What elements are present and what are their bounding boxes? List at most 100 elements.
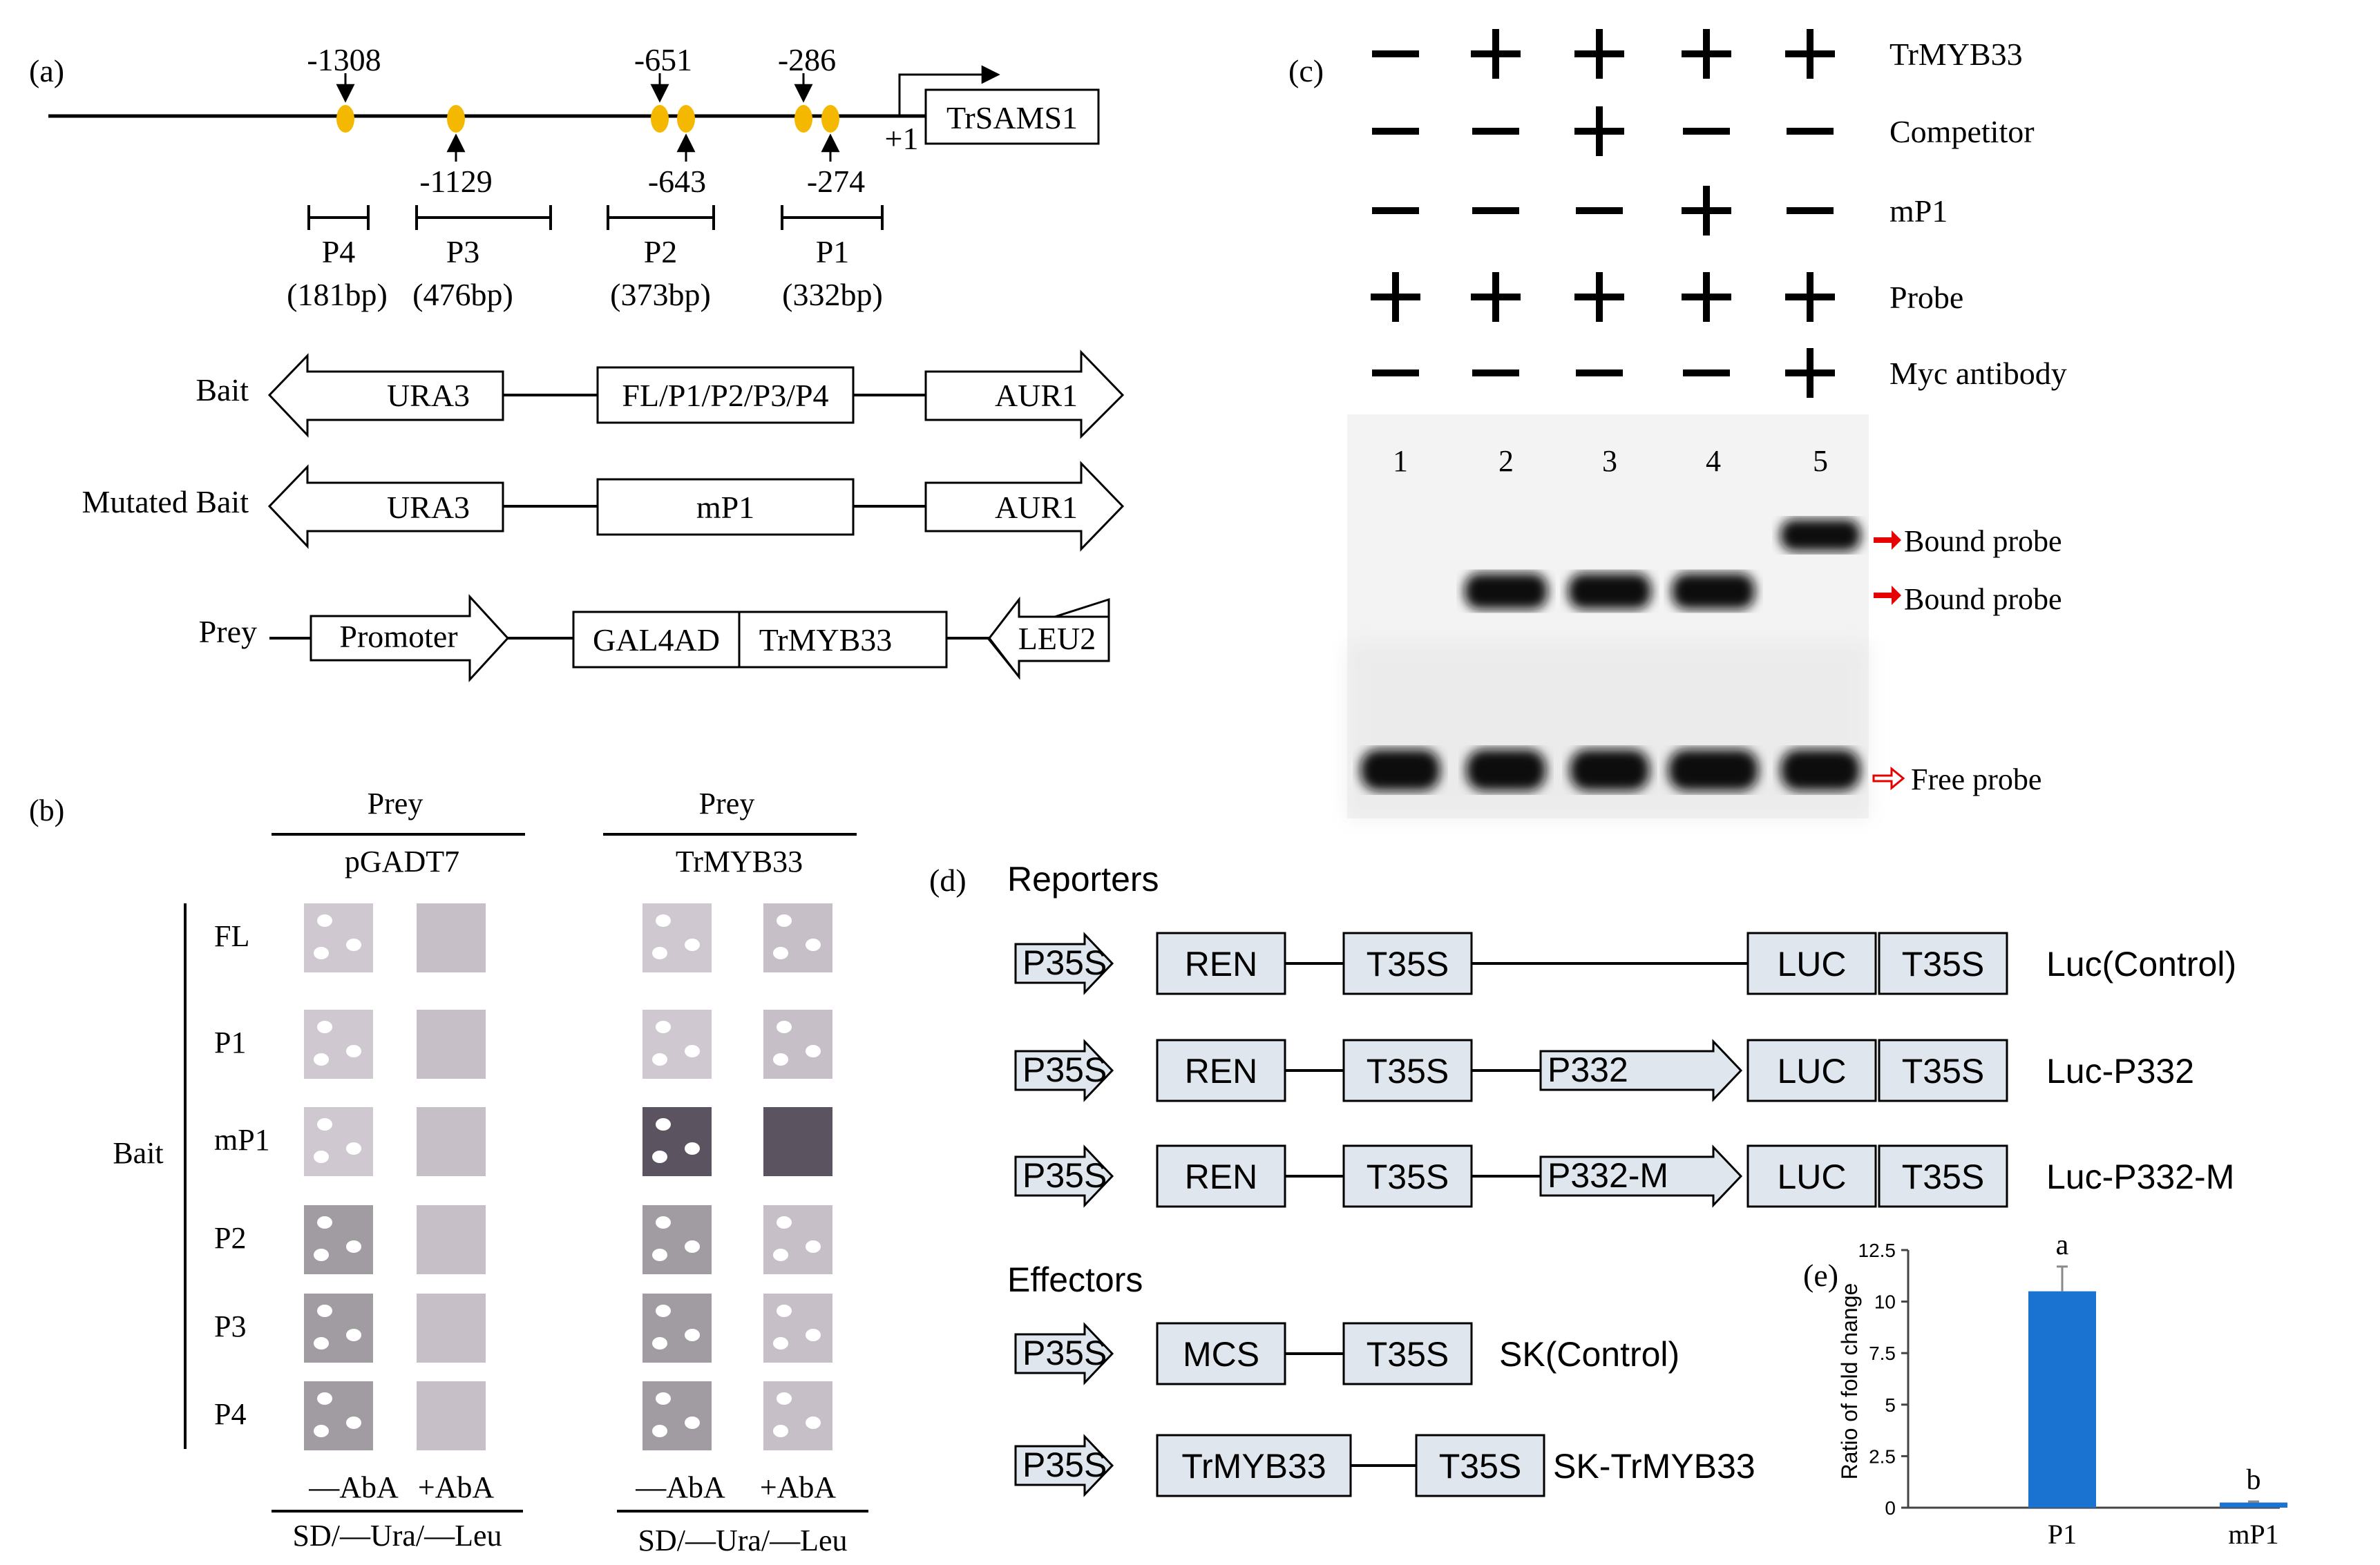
supershift-band — [1780, 519, 1860, 551]
tss-label: +1 — [885, 121, 919, 156]
cis-element — [336, 105, 354, 133]
yeast-colony — [314, 1249, 329, 1261]
lane-number: 1 — [1393, 444, 1408, 478]
fragment-size: (476bp) — [412, 277, 513, 312]
panel-e-label: (e) — [1803, 1258, 1838, 1293]
significance-letter: b — [2247, 1464, 2261, 1496]
position-label: -274 — [807, 164, 865, 199]
aur1-arrow — [924, 349, 1125, 439]
yeast-colony — [777, 1305, 792, 1317]
t35s-box-label: T35S — [1902, 1158, 1985, 1196]
fragment-name: P4 — [322, 234, 356, 269]
trmyb33-box — [1156, 1434, 1352, 1497]
bar — [2220, 1502, 2287, 1508]
free-probe-band — [1570, 749, 1650, 791]
fragment-size: (373bp) — [610, 277, 711, 312]
yeast-colony — [314, 947, 329, 959]
yeast-spot-plate — [417, 903, 486, 972]
p35s-promoter-arrow — [1014, 932, 1114, 995]
bound-arrow-2 — [1874, 586, 1901, 605]
prey-header-2: Prey — [699, 787, 755, 820]
luc-box — [1746, 1039, 1877, 1102]
trmyb33-box-label: TrMYB33 — [1181, 1447, 1326, 1486]
yeast-spot-plate — [763, 1294, 832, 1363]
yeast-colony — [685, 939, 700, 951]
prey-promoter-label: Promoter — [339, 619, 457, 654]
yeast-spot-plate — [304, 1107, 373, 1176]
yeast-colony — [652, 1425, 667, 1437]
yeast-spot-plate — [642, 1107, 712, 1176]
y-axis-title: Ratio of fold change — [1837, 1283, 1862, 1480]
bait-side-label: Bait — [113, 1136, 163, 1170]
yeast-colony — [317, 1216, 332, 1229]
bait-row-label: P1 — [214, 1026, 246, 1059]
category-label: mP1 — [2228, 1519, 2278, 1550]
t35s-box — [1342, 1039, 1473, 1102]
yeast-spot-plate — [642, 1381, 712, 1450]
panel-c-label: (c) — [1288, 53, 1324, 88]
position-label: -1308 — [307, 42, 381, 77]
bait-row-label: mP1 — [214, 1123, 270, 1157]
yeast-spot-plate — [642, 903, 712, 972]
yeast-spot-plate — [763, 1107, 832, 1176]
p332-promoter-arrow-label: P332-M — [1548, 1156, 1668, 1195]
mutated-mid-label: mP1 — [696, 490, 754, 525]
ren-box — [1156, 1039, 1286, 1102]
y-tick-label: 12.5 — [1858, 1240, 1896, 1261]
panel-d-label: (d) — [929, 863, 967, 898]
free-probe-band — [1668, 749, 1758, 791]
yeast-spot-plate — [417, 1294, 486, 1363]
free-probe-band — [1466, 749, 1546, 791]
medium-label-1: SD/—Ura/—Leu — [292, 1519, 502, 1553]
yeast-colony — [314, 1053, 329, 1066]
mutated-left-label: URA3 — [387, 490, 470, 525]
prey-right-label: LEU2 — [1018, 621, 1096, 656]
bait-row-label: FL — [214, 919, 249, 953]
p35s-promoter-arrow — [1014, 1039, 1114, 1102]
yeast-spot-plate — [304, 1294, 373, 1363]
yeast-colony — [346, 939, 361, 951]
fragment-name: P2 — [644, 234, 678, 269]
yeast-spot-plate — [417, 1107, 486, 1176]
t35s-box — [1342, 1322, 1473, 1385]
p35s-promoter-arrow-label: P35S — [1022, 943, 1107, 982]
cis-element — [677, 105, 695, 133]
yeast-colony — [777, 1392, 792, 1405]
yeast-spot-plate — [304, 1010, 373, 1079]
t35s-box — [1878, 932, 2008, 995]
yeast-spot-plate — [642, 1010, 712, 1079]
bait-label: Bait — [196, 372, 249, 407]
free-label: Free probe — [1911, 762, 2041, 796]
fragment-bars — [307, 205, 884, 230]
medium-label-2: SD/—Ura/—Leu — [638, 1524, 847, 1557]
t35s-box — [1342, 1144, 1473, 1208]
lane-number: 5 — [1813, 444, 1828, 478]
bait-right-label: AUR1 — [995, 378, 1078, 413]
yeast-colony — [777, 914, 792, 927]
ren-box-label: REN — [1185, 945, 1258, 983]
fragment-size: (181bp) — [287, 277, 388, 312]
lane-number: 2 — [1498, 444, 1514, 478]
panel-b-label: (b) — [29, 794, 64, 827]
y-tick-label: 5 — [1885, 1394, 1896, 1416]
luc-box — [1746, 932, 1877, 995]
bait-row-label: P2 — [214, 1221, 246, 1255]
yeast-colony — [346, 1142, 361, 1155]
yeast-spot-plate — [417, 1381, 486, 1450]
yeast-spot-plate — [763, 1205, 832, 1274]
effector-name: SK(Control) — [1499, 1335, 1679, 1374]
t35s-box — [1342, 932, 1473, 995]
y-tick-label: 7.5 — [1869, 1343, 1896, 1364]
yeast-colony — [314, 1425, 329, 1437]
y-tick-label: 10 — [1874, 1292, 1896, 1313]
bound-arrow-1 — [1874, 530, 1901, 550]
fragment-size: (332bp) — [782, 277, 883, 312]
tss-arrow — [898, 65, 1000, 116]
p35s-promoter-arrow-label: P35S — [1022, 1446, 1107, 1484]
cis-element — [794, 105, 812, 133]
bait-row-label: P4 — [214, 1397, 246, 1431]
yeast-spot-plate — [763, 1381, 832, 1450]
